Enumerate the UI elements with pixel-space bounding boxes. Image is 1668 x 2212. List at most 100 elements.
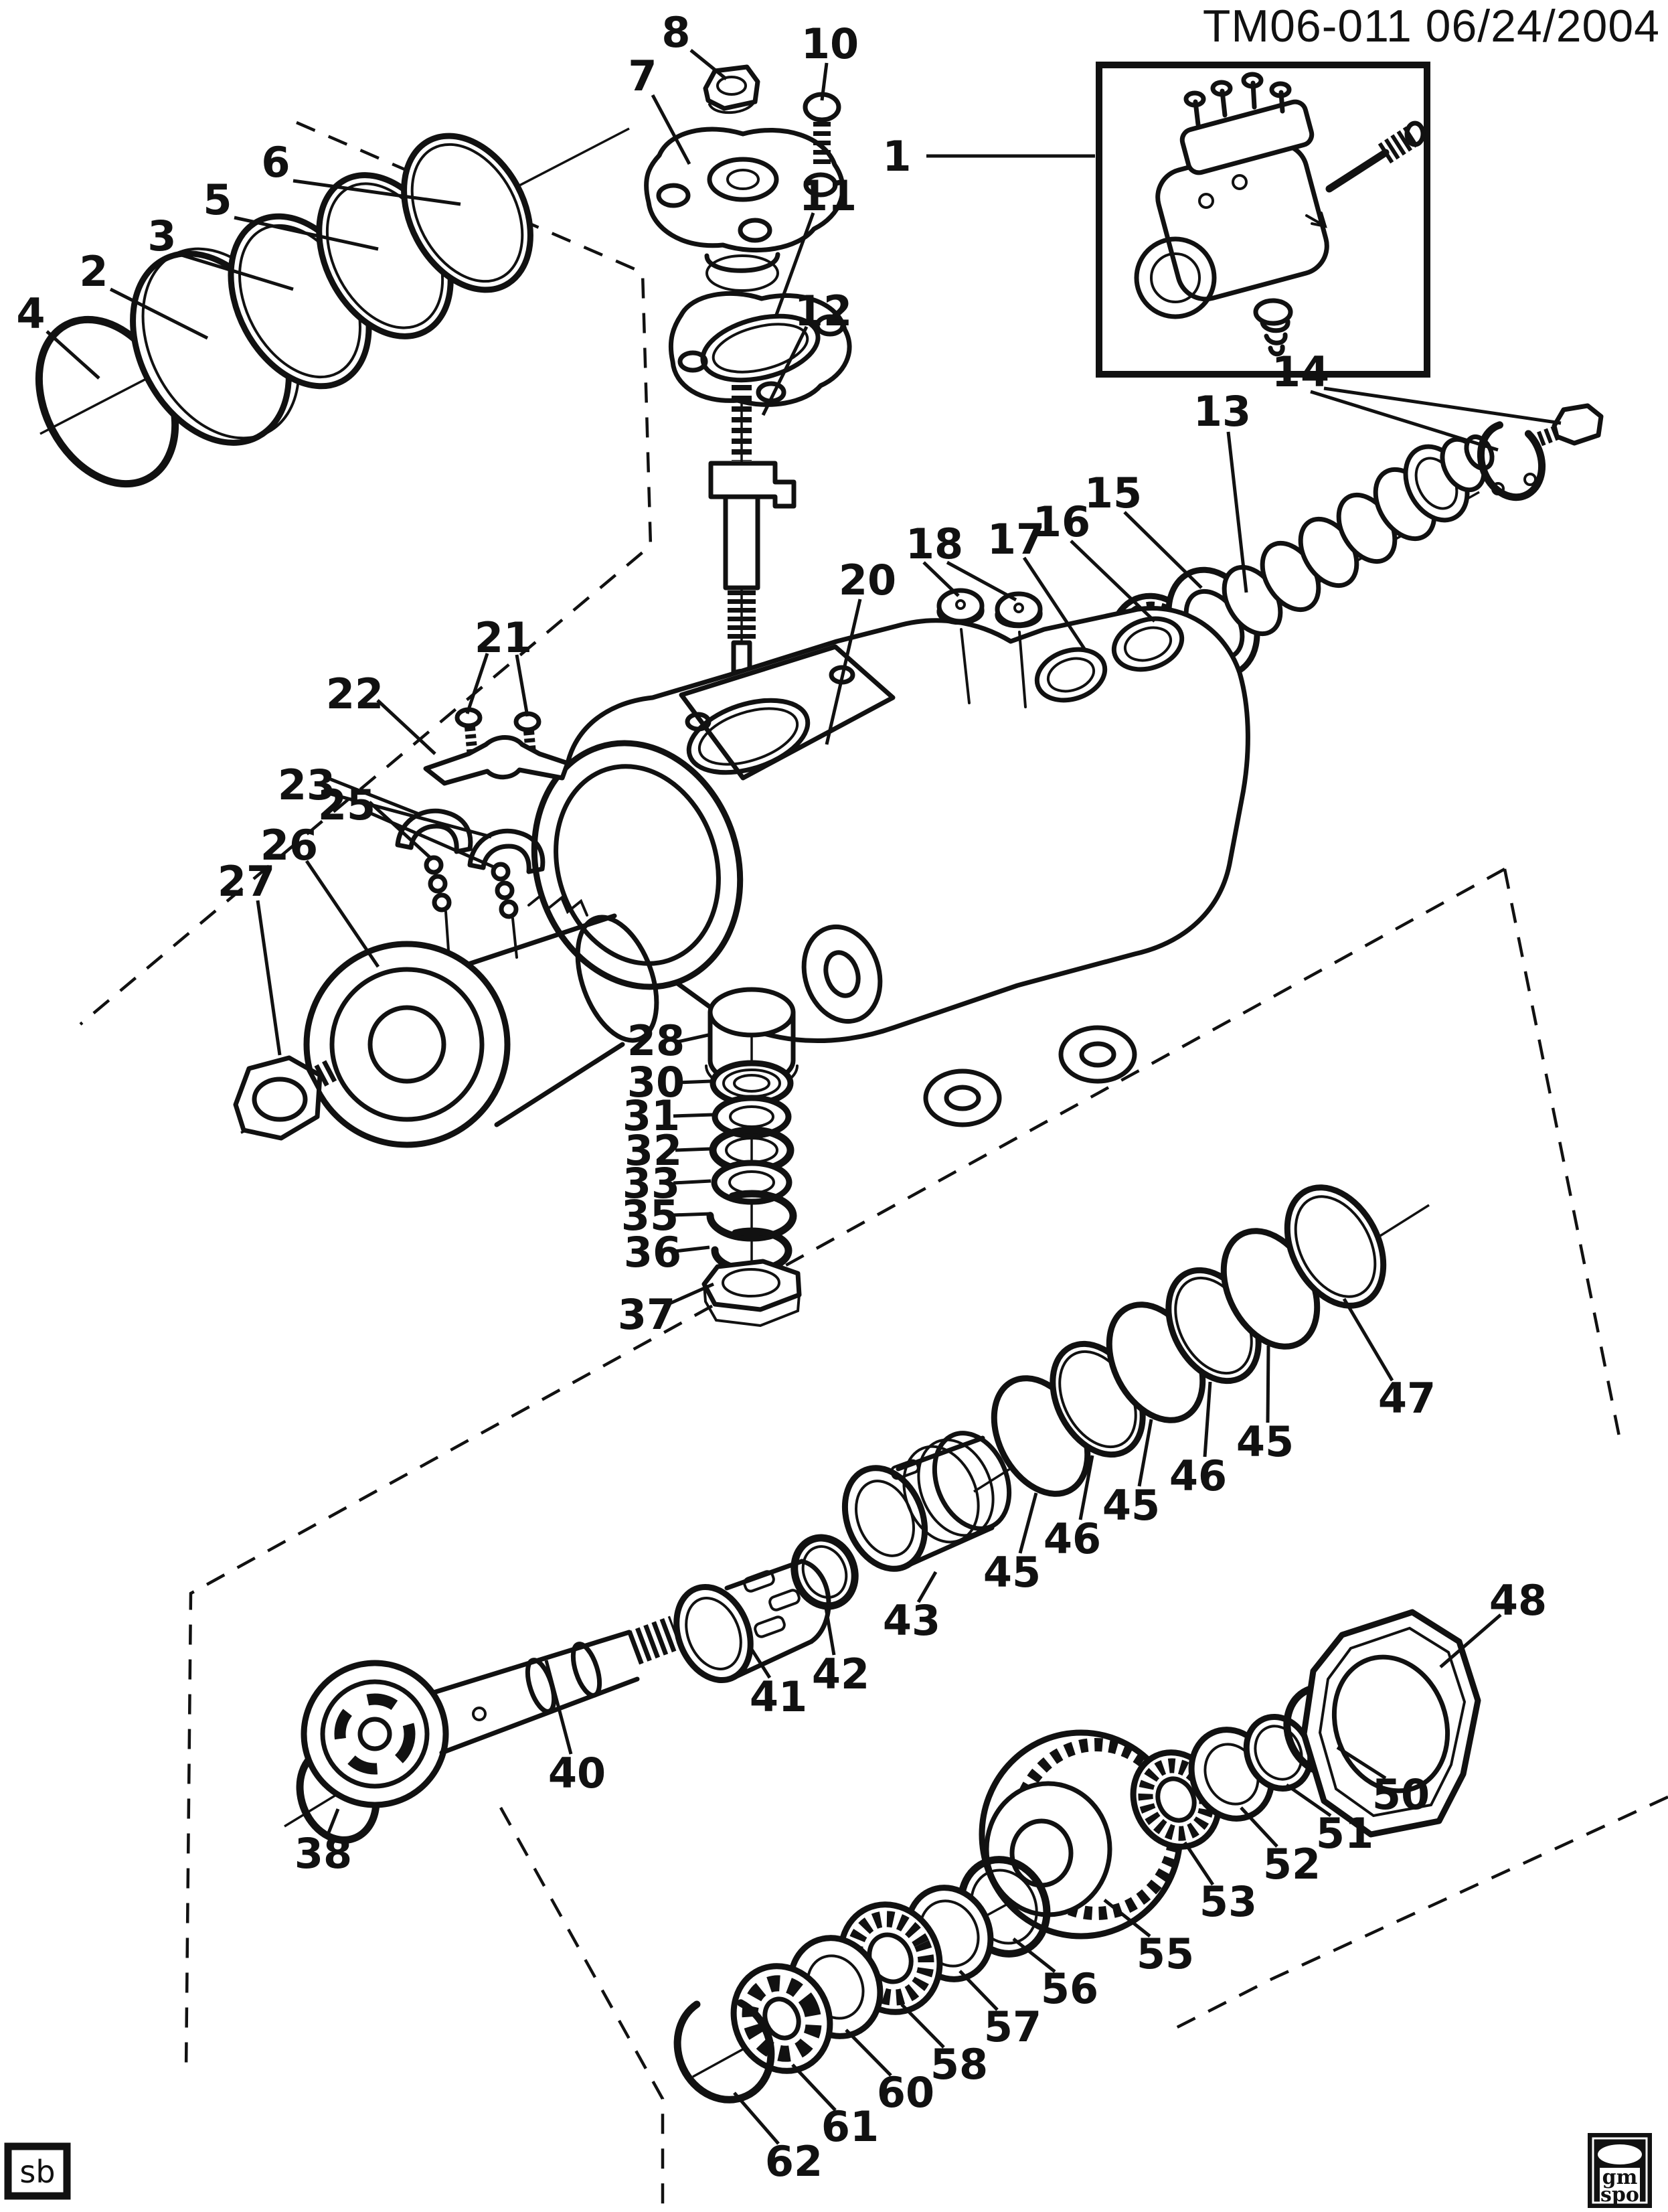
plug-27-hex [233,1055,323,1141]
inset-top-cover [1179,99,1315,175]
callout-6-label: 6 [261,138,290,187]
callout-20-label: 20 [839,556,896,605]
inset-input-shaft [1325,149,1390,193]
piston-rib-2 [329,967,485,1122]
cage-slot-1 [743,1570,775,1593]
ball-column-axis-2 [511,917,518,959]
callout-62-label: 62 [765,2137,823,2186]
callout-55-label: 55 [1137,1929,1194,1978]
sb-badge: sb [4,2142,71,2200]
shaft-pin-hole [472,1707,487,1721]
callout-21-leader [515,654,529,717]
piston-face [303,941,511,1148]
callout-27: 27 [218,857,282,1056]
callout-43: 43 [883,1571,940,1645]
callout-48: 48 [1439,1576,1547,1668]
callout-50: 50 [1336,1745,1430,1819]
callout-46-label: 46 [1169,1451,1227,1500]
callout-45: 45 [983,1492,1041,1597]
callout-37-leader [665,1282,715,1307]
callout-3: 3 [147,212,294,291]
snap-ring-62 [673,1994,775,2104]
sector-disc-inner [320,1679,430,1789]
stud-nut-14 [1537,403,1604,447]
callout-45-label: 45 [1236,1417,1294,1466]
seal-18a-axis [960,628,971,704]
callout-33-label: 33 [622,1159,680,1208]
callout-52-label: 52 [1263,1840,1321,1889]
callout-25: 25 [318,781,496,870]
gasket-hole-1 [677,350,708,373]
nut-48-outer [1301,1609,1481,1838]
washer-51 [1243,1713,1314,1792]
nut-43-groove-3 [932,1431,1012,1531]
callout-60-label: 60 [877,2068,934,2117]
sector-hub [357,1717,392,1751]
callout-60: 60 [845,2029,934,2117]
sector-disc-outer [301,1660,449,1808]
sb-badge-frame [4,2142,71,2200]
housing-bottom-lugs [923,1025,1137,1127]
side-cover-group [644,64,852,681]
callout-17: 17 [987,515,1088,652]
nut-37-hole [722,1268,780,1297]
callout-18-leader [946,560,1017,602]
callout-20-leader [825,599,862,745]
logo-text-box [1600,2168,1640,2203]
callout-2: 2 [79,247,209,340]
callout-36-leader [674,1245,710,1253]
ring-47-outer [1284,1184,1387,1309]
callout-38: 38 [295,1808,352,1878]
backup-ring-47 [1284,1184,1387,1309]
nut-43-bottom [902,1525,995,1569]
callout-48-label: 48 [1489,1576,1547,1625]
plug-55-face [984,1781,1112,1917]
callout-12-label: 12 [795,287,852,335]
callout-1-label: 1 [882,132,911,181]
callout-51-label: 51 [1316,1809,1373,1858]
callout-32-leader [675,1147,712,1152]
nut-43-groove-2 [917,1438,995,1537]
seal-ring-group [35,133,533,488]
ball-25-5 [495,880,515,900]
inset-shaft-splines [1378,126,1419,164]
callout-46: 46 [1169,1381,1227,1500]
piston-bore [367,1005,446,1084]
callout-16: 16 [1033,497,1156,623]
gasket-slot-inner [712,323,809,374]
gasket-hole-3 [815,314,845,337]
callout-61-label: 61 [821,2102,879,2151]
bearing-cage-41 [673,1559,831,1684]
washer-33-outer [711,1160,793,1205]
callout-41-leader [749,1647,772,1679]
callout-36-label: 36 [624,1228,681,1277]
adjuster-plug-group [979,1609,1481,1940]
locknut-48 [1301,1609,1481,1838]
callout-11-leader [774,212,815,315]
callout-41-label: 41 [750,1672,807,1721]
ball-25-1 [424,855,444,875]
port-boss-2 [1111,616,1185,672]
callout-57-leader [958,1970,999,2011]
callout-25-label: 25 [318,781,376,830]
callout-32: 32 [624,1126,712,1175]
callout-35: 35 [621,1191,712,1240]
callout-43-label: 43 [883,1596,940,1645]
boss-2-bore [1123,626,1173,662]
inset-bolt-1 [1198,193,1214,209]
callout-22-label: 22 [326,669,384,718]
inset-shaft-end [1404,121,1426,147]
callout-11: 11 [774,171,857,315]
side-cover-7 [644,127,845,292]
callout-45-leader [1137,1419,1153,1487]
nut-48-bore [1331,1654,1450,1794]
ball-25-2 [428,874,448,894]
callout-28-label: 28 [627,1016,685,1065]
callout-51: 51 [1285,1783,1373,1858]
cover-hole-3 [803,172,838,198]
pitman-shaft-40 [301,1602,706,1808]
callout-5-label: 5 [203,175,232,224]
seal-18a-hole [955,599,966,610]
clamp-22-body [423,735,570,786]
